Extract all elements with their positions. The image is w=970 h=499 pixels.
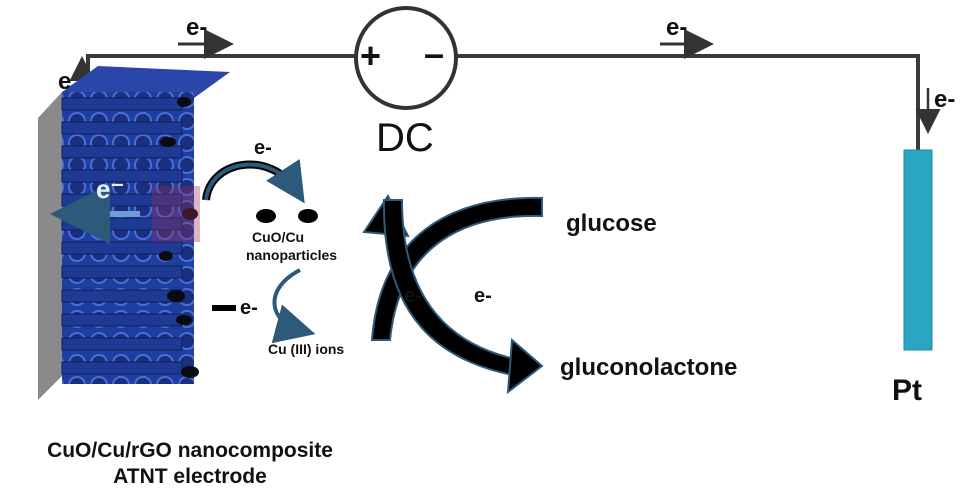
electrode-top-face <box>62 66 230 98</box>
cross-electron-label-left: e- <box>404 285 422 307</box>
upper-curved-arrow <box>202 160 300 201</box>
electron-label-top-right: e- <box>666 14 688 41</box>
cu-iii-ions-label: Cu (III) ions <box>268 341 345 357</box>
mid-electron-label: e- <box>240 297 258 319</box>
upper-curve-electron-label: e- <box>254 137 272 159</box>
electrode-electron-label: e⁻ <box>96 174 125 204</box>
glucose-label: glucose <box>566 210 657 237</box>
electron-label-top-left: e- <box>186 14 208 41</box>
electrode-caption-line1: CuO/Cu/rGO nanocomposite <box>47 439 333 462</box>
electrode-caption-line2: ATNT electrode <box>113 465 267 488</box>
dc-source-circle <box>354 6 458 110</box>
electrode-highlight <box>152 186 200 242</box>
circuit-wire <box>86 54 920 150</box>
electron-label-down: e- <box>934 86 956 113</box>
cuo-cu-nanoparticle-2 <box>298 209 318 223</box>
electrode-dark-particles <box>159 97 199 378</box>
electron-label-up: e <box>58 68 72 95</box>
cuo-cu-label-line2: nanoparticles <box>246 247 338 263</box>
lower-curved-arrow <box>271 268 316 344</box>
pt-electrode <box>903 149 933 351</box>
gluconolactone-label: gluconolactone <box>560 354 738 381</box>
pt-label: Pt <box>892 374 922 407</box>
dc-plus-sign: + <box>360 35 382 76</box>
cuo-cu-label-line1: CuO/Cu <box>252 229 305 245</box>
electrode-tubes <box>61 97 183 375</box>
cross-electron-label-right: e- <box>474 285 492 307</box>
cuo-cu-nanoparticle-1 <box>256 209 276 223</box>
electrode-side-face <box>38 92 62 400</box>
gluconolactone-arrow-head <box>506 337 544 395</box>
dc-minus-sign: – <box>424 33 445 74</box>
dc-label: DC <box>376 116 434 160</box>
